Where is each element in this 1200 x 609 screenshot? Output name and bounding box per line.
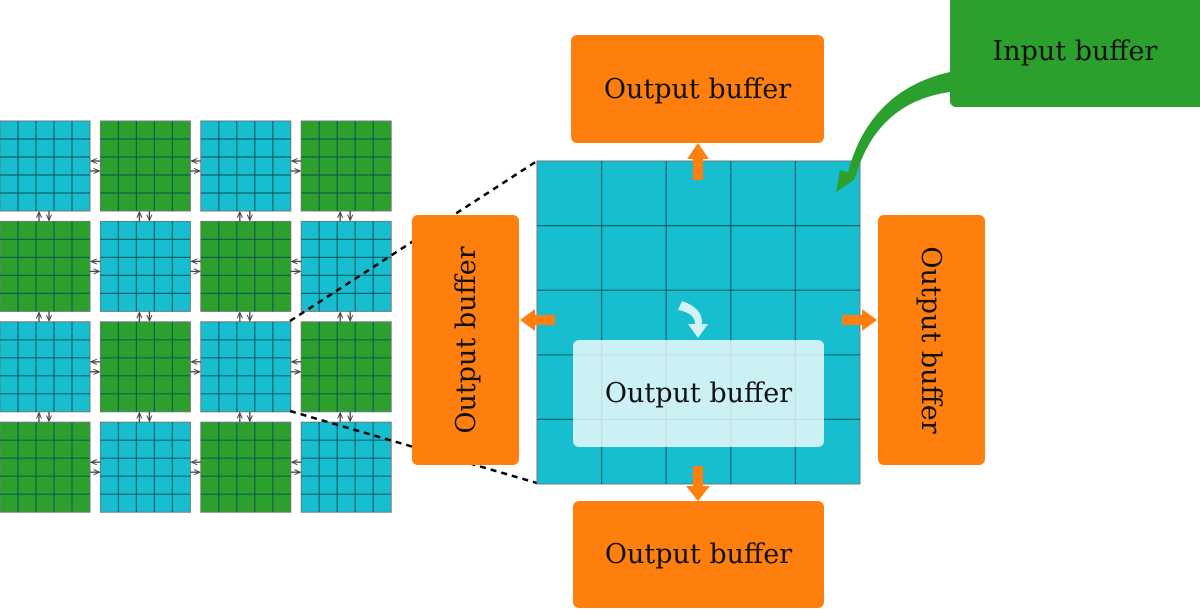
input-tile [0, 220, 91, 312]
compute-tile [0, 120, 91, 212]
left-output-buffer-label: Output buffer [451, 246, 482, 433]
input-tile [200, 421, 292, 513]
input-buffer-label: Input buffer [993, 36, 1158, 67]
input-arrow-icon [836, 72, 950, 192]
curved-arrow-icon [678, 301, 708, 338]
compute-tile [0, 321, 91, 413]
compute-tile [300, 421, 392, 513]
input-tile [300, 120, 392, 212]
bottom-output-buffer-label: Output buffer [605, 539, 792, 570]
compute-tile [200, 120, 292, 212]
right-output-buffer-label: Output buffer [915, 246, 946, 433]
mesh-links [39, 161, 350, 472]
compute-tile [200, 321, 292, 413]
compute-tile [99, 220, 191, 312]
input-tile [99, 120, 191, 212]
zoom-line-bottom [289, 409, 538, 485]
arrow-down-icon [686, 466, 710, 501]
inner-output-buffer: Output buffer [573, 340, 824, 447]
input-buffer[interactable]: Input buffer [950, 0, 1200, 107]
top-output-buffer-label: Output buffer [604, 74, 791, 105]
input-tile [300, 321, 392, 413]
arrow-left-icon [520, 309, 555, 331]
input-tile [99, 321, 191, 413]
compute-tile [99, 421, 191, 513]
compute-tile [300, 220, 392, 312]
top-output-buffer[interactable]: Output buffer [571, 35, 824, 143]
inner-output-buffer-label: Output buffer [605, 378, 792, 409]
arrow-right-icon [842, 309, 877, 331]
right-output-buffer[interactable]: Output buffer [878, 215, 985, 465]
input-tile [200, 220, 292, 312]
input-tile [0, 421, 91, 513]
bottom-output-buffer[interactable]: Output buffer [573, 501, 824, 608]
left-output-buffer[interactable]: Output buffer [412, 215, 519, 465]
arrow-up-icon [687, 143, 709, 180]
tile-mesh [0, 120, 392, 513]
